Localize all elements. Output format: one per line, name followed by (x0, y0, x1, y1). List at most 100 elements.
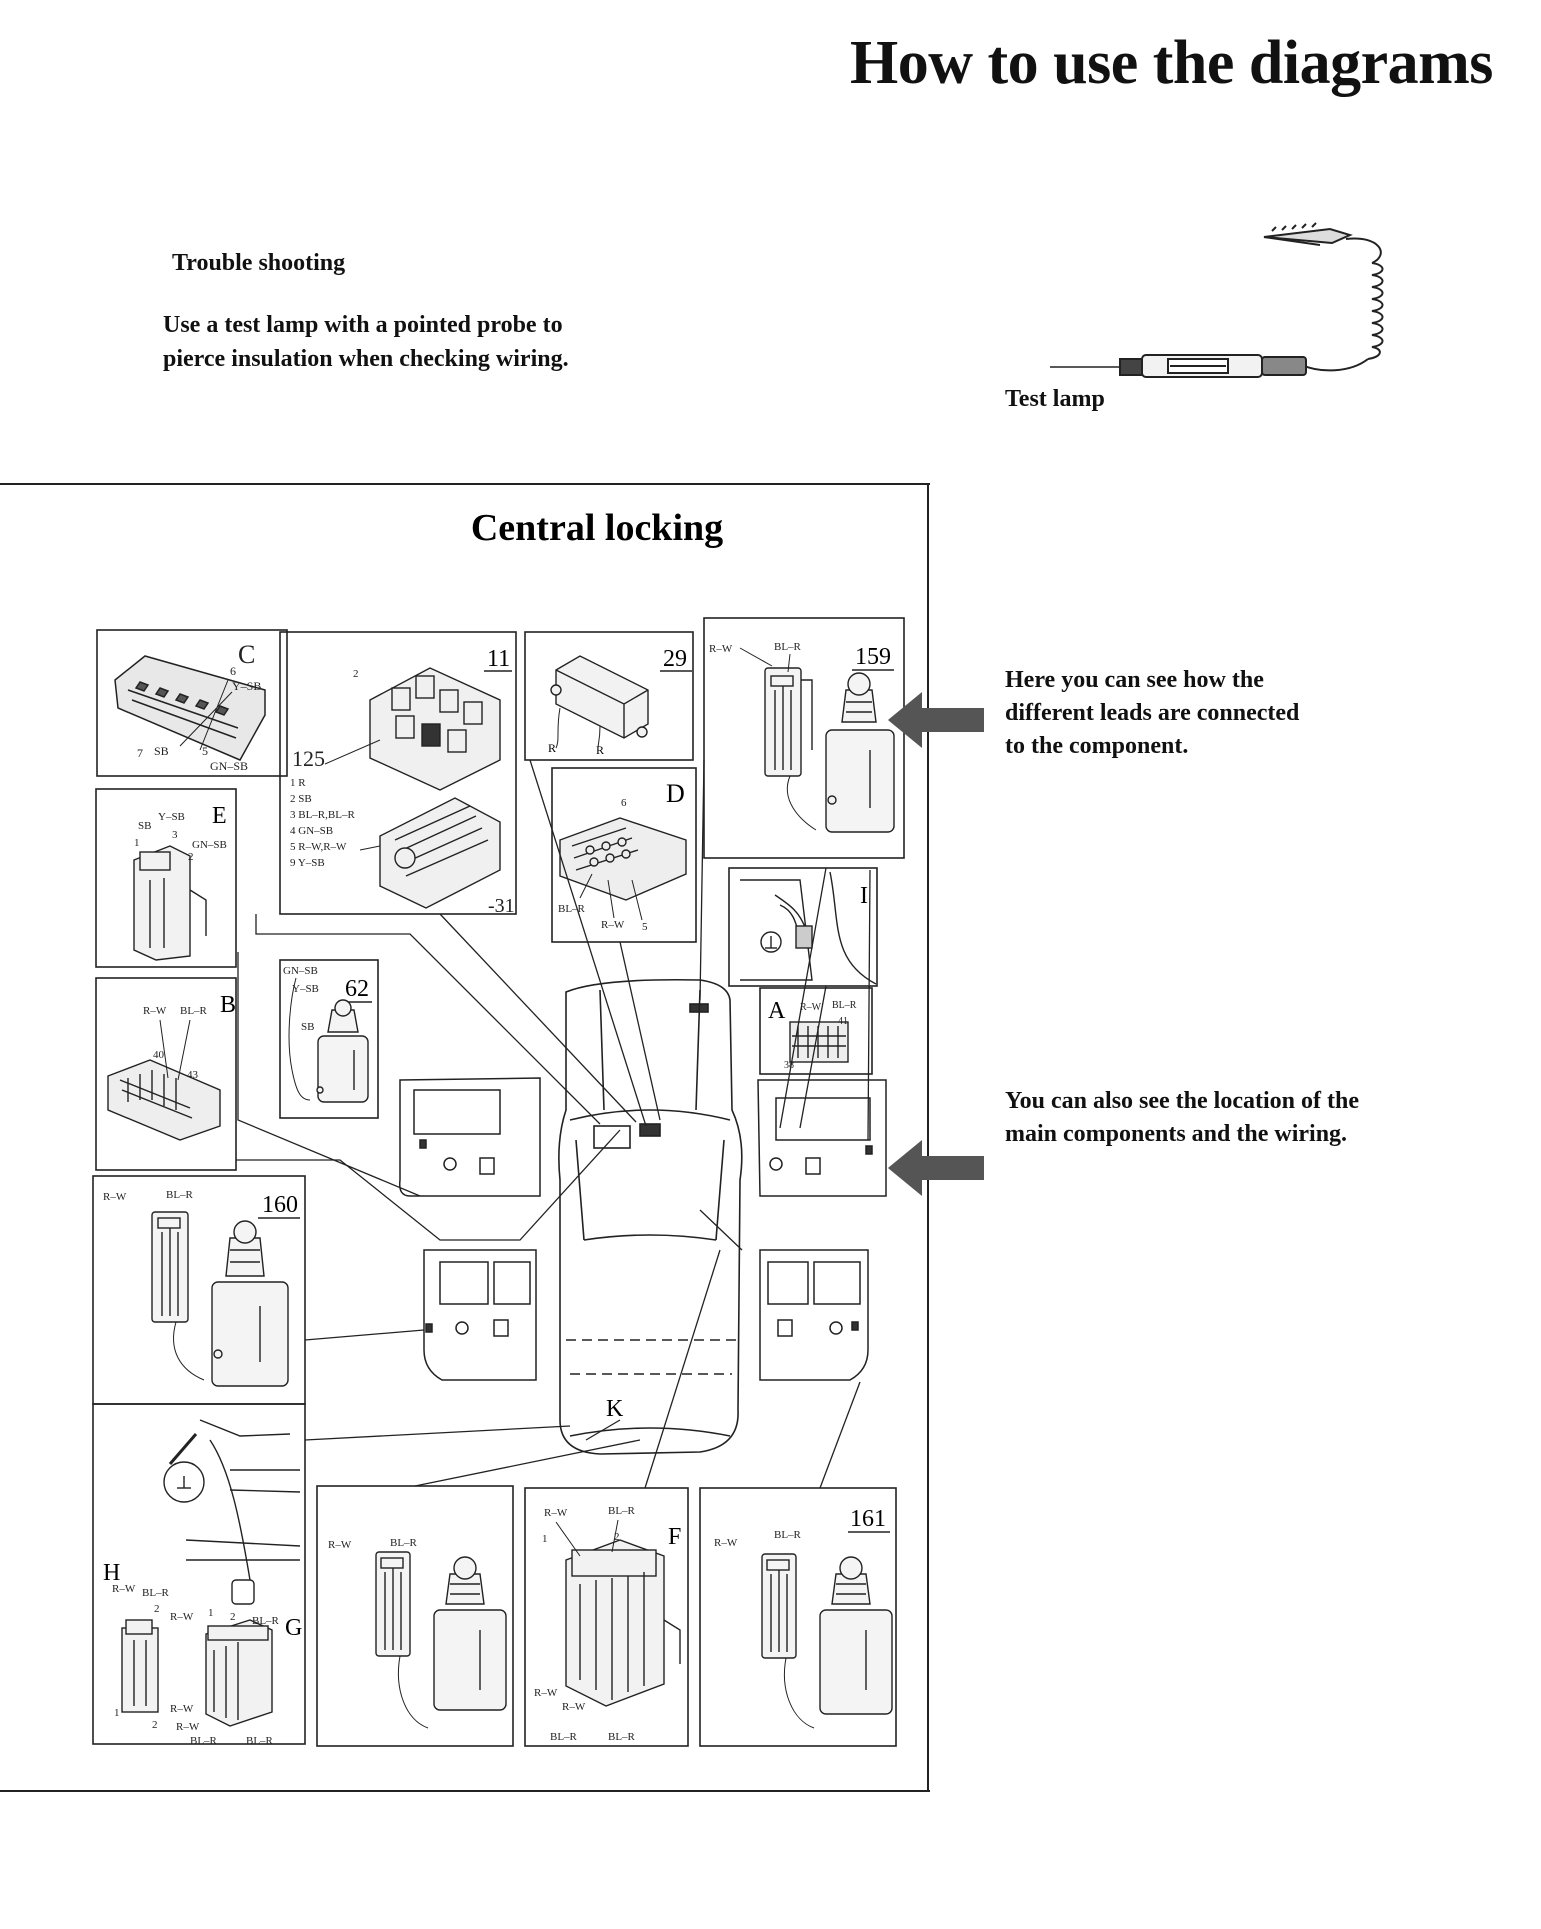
panel-e-id: E (212, 803, 227, 829)
svg-text:3 BL–R,BL–R: 3 BL–R,BL–R (290, 809, 355, 821)
leader-lines (236, 759, 871, 1489)
trouble-shooting-text: Use a test lamp with a pointed probe to … (163, 308, 569, 376)
test-lamp-illustration (1050, 222, 1384, 378)
panel-e-connector-icon (133, 845, 207, 961)
arrow-left-icon (888, 692, 984, 748)
panel-b-frame (95, 977, 237, 1171)
svg-text:38: 38 (784, 1060, 794, 1071)
svg-text:R–W: R–W (328, 1539, 352, 1551)
panel-h-frame (92, 1403, 306, 1745)
panel-i-ground-icon (740, 871, 877, 985)
svg-text:2 SB: 2 SB (290, 793, 312, 805)
svg-text:6: 6 (621, 797, 627, 809)
svg-text:3: 3 (172, 829, 178, 841)
panel-11-id: 11 (487, 646, 510, 672)
svg-text:R–W: R–W (103, 1191, 127, 1203)
panel-62-id: 62 (345, 976, 369, 1002)
rear-left-door-icon (423, 1249, 537, 1381)
svg-text:5: 5 (202, 744, 208, 758)
svg-text:9 Y–SB: 9 Y–SB (290, 857, 325, 869)
panel-b-id: B (220, 992, 236, 1018)
fuse-box-icon (379, 797, 501, 909)
svg-text:Y–SB: Y–SB (292, 983, 319, 995)
diagram-title: Central locking (471, 507, 723, 549)
probe-body-icon (1050, 354, 1307, 378)
svg-text:R–W: R–W (143, 1005, 167, 1017)
panel-i-id: I (860, 883, 868, 909)
svg-text:R–W: R–W (112, 1583, 136, 1595)
lock-motor-161-icon (761, 1553, 893, 1715)
svg-text:2: 2 (152, 1719, 158, 1731)
svg-text:6: 6 (230, 664, 236, 678)
coiled-cord-icon (1301, 237, 1384, 372)
panel-161-frame (699, 1487, 897, 1747)
svg-text:GN–SB: GN–SB (192, 839, 227, 851)
svg-text:2: 2 (614, 1531, 620, 1543)
svg-text:1: 1 (208, 1607, 214, 1619)
svg-text:1: 1 (114, 1707, 120, 1719)
panel-i-frame (728, 867, 878, 987)
alligator-clip-icon (1263, 222, 1353, 246)
svg-text:BL–R: BL–R (252, 1615, 280, 1627)
panel-29-id: 29 (663, 646, 687, 672)
svg-text:R–W: R–W (544, 1507, 568, 1519)
panel-161-id: 161 (850, 1506, 886, 1532)
panel-a-id: A (768, 998, 786, 1024)
trouble-shooting-line-1: Use a test lamp with a pointed probe to (163, 312, 563, 338)
panel-d-connector-icon (559, 817, 687, 901)
svg-text:2: 2 (230, 1611, 236, 1623)
lock-motor-160-icon (151, 1211, 289, 1387)
svg-text:Y–SB: Y–SB (158, 811, 185, 823)
svg-text:125: 125 (292, 746, 325, 771)
panel-c-id: C (238, 640, 255, 669)
panel-62-frame (279, 959, 379, 1119)
panel-a-frame (759, 987, 873, 1075)
svg-text:R–W: R–W (170, 1703, 194, 1715)
test-lamp-label: Test lamp (1005, 386, 1105, 412)
svg-text:2: 2 (188, 851, 194, 863)
svg-text:7: 7 (137, 746, 143, 760)
svg-text:R–W: R–W (170, 1611, 194, 1623)
svg-text:BL–R: BL–R (246, 1735, 274, 1747)
svg-text:SB: SB (301, 1021, 314, 1033)
panel-e-frame (95, 788, 237, 968)
svg-text:BL–R: BL–R (774, 1529, 802, 1541)
svg-text:GN–SB: GN–SB (210, 759, 248, 773)
page-title: How to use the diagrams (850, 29, 1493, 97)
panel-c-frame (96, 629, 288, 777)
separator-top (0, 483, 930, 485)
panel-11-frame (279, 631, 517, 915)
svg-text:-31: -31 (488, 895, 515, 917)
panel-d-id: D (666, 779, 685, 808)
svg-text:R–W: R–W (176, 1721, 200, 1733)
panel-c-connector-icon (114, 655, 266, 761)
note-location: You can also see the location of the mai… (1005, 1088, 1359, 1147)
front-right-door-icon (757, 1079, 887, 1197)
svg-text:BL–R: BL–R (142, 1587, 170, 1599)
svg-text:1: 1 (134, 837, 140, 849)
panel-g-id: G (285, 1615, 302, 1641)
trouble-shooting-heading: Trouble shooting (172, 250, 346, 276)
lock-motor-62-icon (316, 999, 369, 1103)
trouble-shooting-line-2: pierce insulation when checking wiring. (163, 346, 569, 372)
svg-text:BL–R: BL–R (832, 1000, 857, 1011)
svg-text:BL–R: BL–R (608, 1505, 636, 1517)
svg-text:BL–R: BL–R (190, 1735, 218, 1747)
panel-h-ground-icon (163, 1419, 301, 1605)
panel-f-id: F (668, 1524, 681, 1550)
separator-bottom (0, 1790, 930, 1792)
panel-29-frame (524, 631, 694, 761)
arrow-left-icon (888, 1140, 984, 1196)
note-leads: Here you can see how the different leads… (1005, 667, 1300, 759)
rear-right-door-icon (759, 1249, 869, 1381)
control-module-icon (550, 655, 649, 739)
svg-text:BL–R: BL–R (774, 641, 802, 653)
svg-text:GN–SB: GN–SB (283, 965, 318, 977)
svg-text:SB: SB (154, 744, 169, 758)
svg-text:R: R (596, 743, 604, 757)
svg-text:R–W: R–W (534, 1687, 558, 1699)
panel-b-connector-icon (107, 1059, 221, 1141)
relay-box-icon (369, 667, 501, 791)
panel-160-id: 160 (262, 1192, 298, 1218)
panel-f-connector-icon (565, 1539, 681, 1707)
